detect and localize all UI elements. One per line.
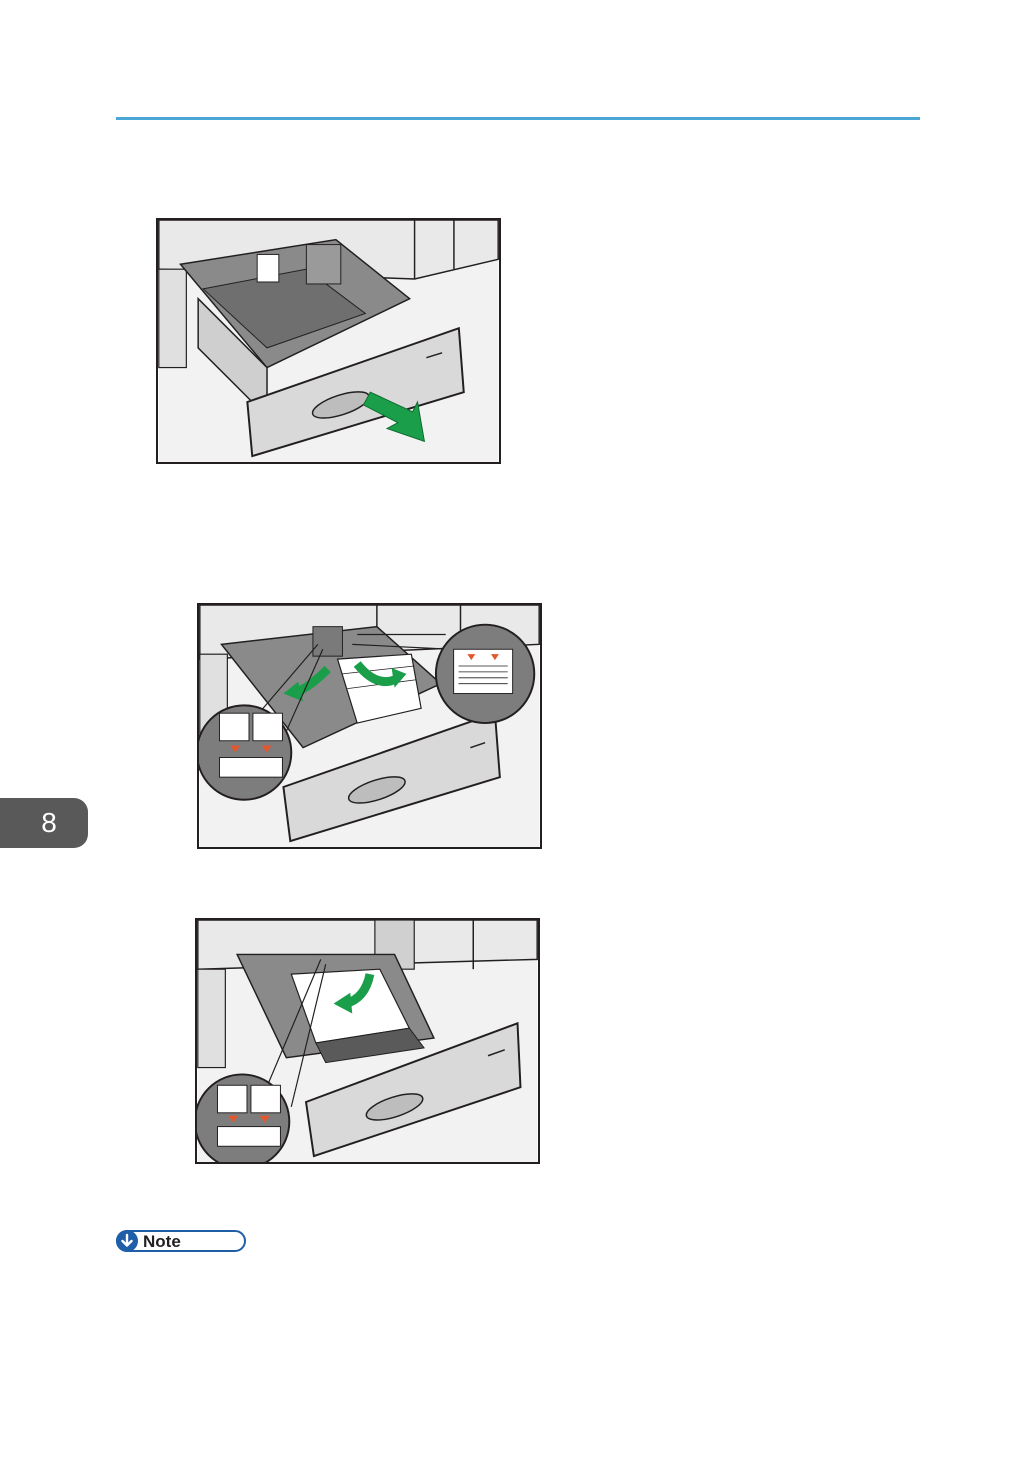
note-label: Note [143, 1232, 181, 1250]
arrow-down-circle-icon [116, 1230, 138, 1252]
tray-adjust-guide-drawing [197, 920, 538, 1162]
tray-pull-out-illustration [156, 218, 501, 464]
note-badge: Note [116, 1230, 246, 1252]
tray-pull-out-drawing [158, 220, 499, 462]
header-rule [116, 117, 920, 120]
tray-adjust-guide-illustration [195, 918, 540, 1164]
tray-load-paper-illustration [197, 603, 542, 849]
chapter-tab: 8 [0, 798, 88, 848]
tray-load-paper-drawing [199, 605, 540, 847]
